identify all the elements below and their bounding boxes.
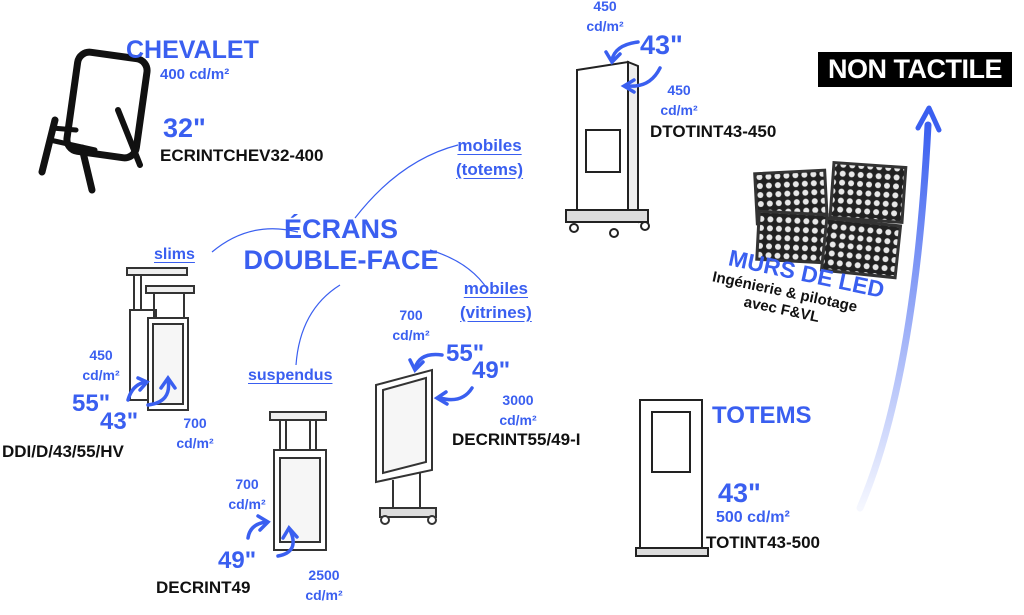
ddi-b1-value: 450 [89,347,113,363]
chevalet-brightness: 400 cd/m² [160,66,230,83]
center-title-line1: ÉCRANS [283,214,398,244]
dtotint-ref: DTOTINT43-450 [650,122,777,141]
branch-mobiles-totems: mobiles (totems) [456,134,523,182]
dtotint-b2-value: 450 [667,82,691,98]
non-tactile-badge: NON TACTILE [818,52,1012,87]
decrint49-ref: DECRINT49 [156,578,251,597]
decrint49-hanging-screen-image [269,411,327,551]
decrint55-size-1: 55" [446,340,485,367]
totem-floor-image [635,399,709,557]
totems-brightness: 500 cd/m² [716,509,790,526]
center-title-line2: DOUBLE-FACE [243,245,439,275]
decrint55-b1-value: 700 [399,307,423,323]
connector-to-slims [211,228,299,253]
ddi-brightness-1: 450 cd/m² [76,345,126,385]
decrint55-size-2: 49" [472,357,511,384]
chevalet-title: CHEVALET [126,36,259,64]
decrint55-brightness-2: 3000 cd/m² [490,390,546,430]
ddi-b1-unit: cd/m² [82,367,120,383]
dtotint-size: 43" [640,30,683,60]
center-title: ÉCRANS DOUBLE-FACE [236,214,446,276]
branch-mobiles-totems-line2: (totems) [456,160,524,179]
decrint49-brightness-1: 700 cd/m² [222,474,272,514]
dtotint-b1-unit: cd/m² [586,18,624,34]
branch-slims: slims [154,246,195,263]
decrint55-ref: DECRINT55/49-I [452,430,581,449]
branch-mobiles-vitrines-line2: (vitrines) [460,303,532,322]
dtotint-totem-image [565,60,650,238]
size-arrows [126,40,662,558]
decrint55-b1-unit: cd/m² [392,327,430,343]
branch-mobiles-vitrines: mobiles (vitrines) [460,277,532,325]
decrint49-b2-unit: cd/m² [305,587,343,603]
led-wall-image [753,160,908,280]
ddi-ref: DDI/D/43/55/HV [2,442,124,461]
totems-ref: TOTINT43-500 [706,533,821,552]
decrint49-b1-value: 700 [235,476,259,492]
decrint55-brightness-1: 700 cd/m² [386,305,436,345]
ddi-size-2: 43" [100,408,139,435]
decrint55-vitrine-image [375,368,437,525]
ddi-b2-unit: cd/m² [176,435,214,451]
ddi-b2-value: 700 [183,415,207,431]
totems-title: TOTEMS [712,402,812,429]
chevalet-easel-image [38,48,151,194]
branch-mobiles-totems-line1: mobiles [457,136,522,155]
connector-to-mobiles-vitrines [429,249,489,291]
chevalet-ref: ECRINTCHEV32-400 [160,146,324,165]
connector-to-suspendus [295,284,341,366]
branch-suspendus: suspendus [248,367,333,384]
connector-to-mobiles-totems [354,144,459,219]
decrint49-brightness-2: 2500 cd/m² [296,565,352,605]
dtotint-b2-unit: cd/m² [660,102,698,118]
dtotint-brightness-2: 450 cd/m² [654,80,704,120]
dtotint-b1-value: 450 [593,0,617,14]
decrint55-b2-value: 3000 [502,392,534,408]
decrint49-b1-unit: cd/m² [228,496,266,512]
decrint49-size: 49" [218,547,257,574]
ddi-brightness-2: 700 cd/m² [170,413,220,453]
dtotint-brightness-1: 450 cd/m² [580,0,630,36]
decrint49-b2-value: 2500 [308,567,340,583]
totems-size: 43" [718,478,761,508]
decrint55-b2-unit: cd/m² [499,412,537,428]
branch-mobiles-vitrines-line1: mobiles [463,279,529,298]
non-tactile-arrow [856,105,942,512]
chevalet-size: 32" [163,113,206,143]
connector-lines [211,144,489,366]
ddi-size-1: 55" [72,390,111,417]
